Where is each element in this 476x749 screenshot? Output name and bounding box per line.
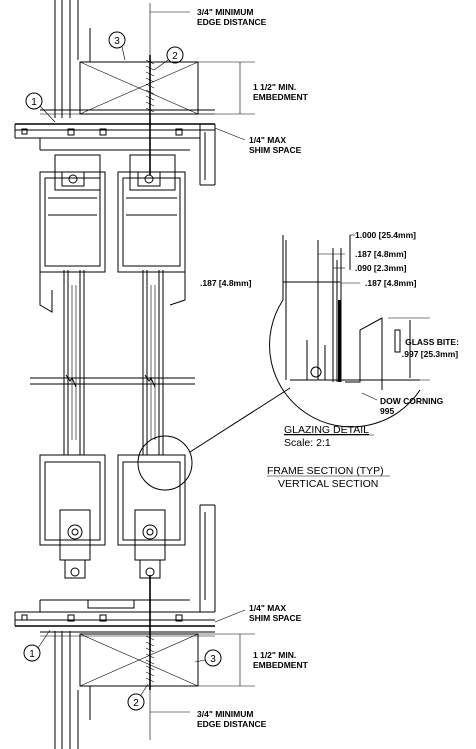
- callout-3-top: 3: [108, 31, 126, 61]
- callout-2-top: 2: [153, 46, 184, 71]
- glazing-detail: [269, 234, 430, 428]
- callout-1-bottom-label: 1: [29, 649, 35, 660]
- right-sash: [117, 154, 186, 579]
- callout-1-top-label: 1: [31, 97, 37, 108]
- frame-section-title: FRAME SECTION (TYP): [267, 465, 384, 477]
- bottom-embedment-line1: 1 1/2" MIN.: [253, 650, 296, 660]
- break-line: [30, 374, 195, 388]
- wall-substrate: [54, 0, 79, 749]
- dim-187-lower: .187 [4.8mm]: [365, 278, 417, 288]
- callout-3-bottom-label: 3: [210, 654, 216, 665]
- dim-187-left: .187 [4.8mm]: [200, 278, 252, 288]
- bottom-shim-line2: SHIM SPACE: [249, 613, 302, 623]
- callout-3-bottom: 3: [194, 649, 222, 667]
- top-embedment-line2: EMBEDMENT: [253, 92, 309, 102]
- sealant-line1: DOW CORNING: [380, 396, 444, 406]
- bottom-edge-distance-line1: 3/4" MINIMUM: [197, 709, 253, 719]
- sealant-line2: 995: [380, 406, 394, 416]
- glazing-detail-scale: Scale: 2:1: [284, 437, 331, 449]
- callout-2-bottom: 2: [127, 683, 149, 711]
- top-blocking: [79, 28, 199, 115]
- glass-bite-line2: .997 [25.3mm]: [402, 349, 458, 359]
- glass-bite-line1: GLASS BITE:: [405, 337, 459, 347]
- dim-1000: 1.000 [25.4mm]: [355, 230, 416, 240]
- callout-2-top-label: 2: [172, 51, 178, 62]
- top-edge-distance-line1: 3/4" MINIMUM: [197, 7, 253, 17]
- bottom-blocking: [79, 633, 199, 720]
- left-sash: [39, 154, 106, 579]
- bottom-edge-distance-line2: EDGE DISTANCE: [197, 719, 267, 729]
- callout-1-bottom: 1: [23, 629, 51, 662]
- sill-frame: [14, 504, 216, 637]
- detail-reference: [137, 387, 291, 491]
- callout-3-top-label: 3: [114, 36, 120, 47]
- dim-187-upper: .187 [4.8mm]: [355, 249, 407, 259]
- top-edge-distance-line2: EDGE DISTANCE: [197, 17, 267, 27]
- bottom-shim-line1: 1/4" MAX: [249, 603, 286, 613]
- head-frame: [14, 109, 216, 186]
- top-dimensions: [149, 3, 255, 141]
- dim-090: .090 [2.3mm]: [355, 263, 407, 273]
- callout-2-bottom-label: 2: [133, 698, 139, 709]
- bottom-dimensions: [149, 609, 255, 740]
- top-fastener: [145, 55, 155, 175]
- bottom-embedment-line2: EMBEDMENT: [253, 660, 309, 670]
- top-shim-line1: 1/4" MAX: [249, 135, 286, 145]
- glazing-detail-title: GLAZING DETAIL: [284, 424, 369, 436]
- callout-1-top: 1: [25, 92, 56, 123]
- top-shim-line2: SHIM SPACE: [249, 145, 302, 155]
- top-embedment-line1: 1 1/2" MIN.: [253, 82, 296, 92]
- vertical-section-title: VERTICAL SECTION: [278, 478, 378, 490]
